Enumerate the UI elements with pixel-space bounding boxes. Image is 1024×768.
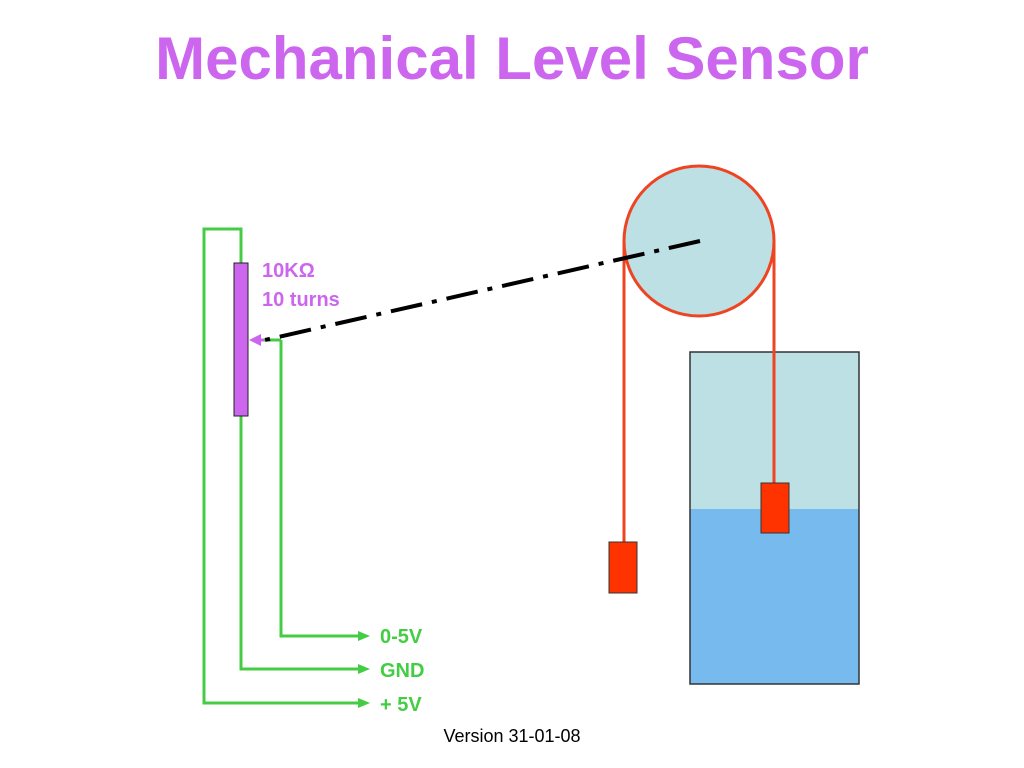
potentiometer [233,262,249,417]
resistor-turns-label: 10 turns [262,289,340,311]
gnd-arrow-icon [358,664,370,674]
page-title: Mechanical Level Sensor [155,25,869,92]
float [760,482,790,534]
supply-wire [202,227,360,705]
counterweight [608,541,638,594]
signal-wire [279,340,360,638]
version-label: Version 31-01-08 [443,726,580,746]
gnd-label: GND [380,660,424,682]
gnd-wire [239,416,360,671]
signal-arrow-icon [358,631,370,641]
resistor-value-label: 10KΩ [262,260,315,282]
wiper-arrow-icon [249,334,261,346]
signal-label: 0-5V [380,626,423,648]
tank-water [690,509,859,684]
green-wiring [202,227,360,705]
supply-arrow-icon [358,698,370,708]
supply-label: + 5V [380,694,422,716]
shaft-linkage [264,239,701,342]
